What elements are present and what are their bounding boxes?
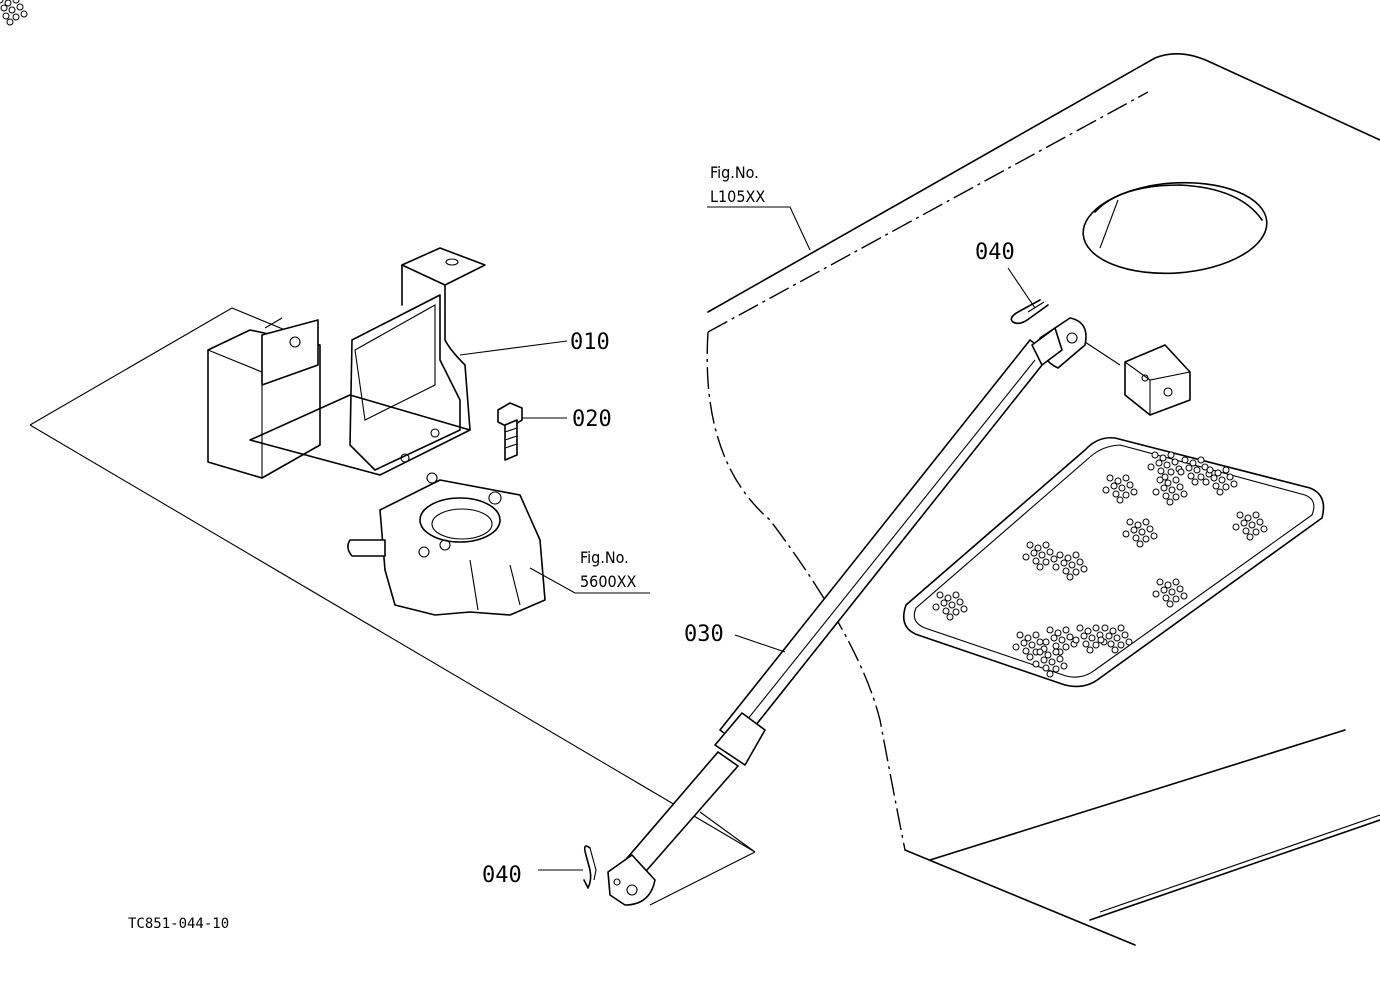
r-pin-bottom — [583, 845, 597, 889]
gas-strut — [607, 317, 1087, 906]
bonnet-fig-number: L105XX — [710, 187, 765, 206]
pump-housing — [347, 472, 546, 616]
grille-perforations — [0, 0, 1268, 678]
callout-030: 030 — [684, 622, 724, 647]
bracket-assembly — [207, 247, 486, 479]
bonnet-grille-panel — [902, 436, 1325, 688]
bolt — [497, 402, 523, 461]
r-pin-top — [1010, 299, 1049, 325]
bonnet-hood — [706, 53, 1380, 946]
strut-upper-bracket — [1084, 341, 1191, 416]
callout-020: 020 — [572, 407, 612, 432]
drawing-code: TC851-044-10 — [128, 916, 229, 932]
bonnet-fig-label: Fig.No. — [710, 163, 759, 182]
callout-040-bottom: 040 — [482, 863, 522, 888]
pump-fig-number: 5600XX — [580, 572, 636, 591]
base-plate-outline — [29, 307, 756, 906]
pump-fig-label: Fig.No. — [580, 548, 629, 567]
leader-lines — [459, 206, 1036, 871]
callout-010: 010 — [570, 330, 610, 355]
callout-040-top: 040 — [975, 240, 1015, 265]
